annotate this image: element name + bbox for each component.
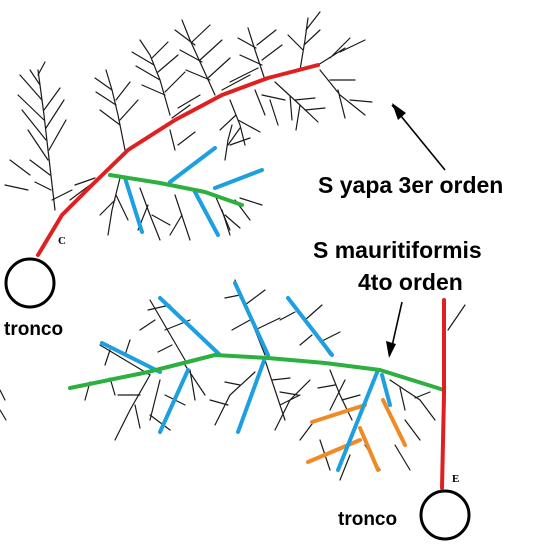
s-yapa-label: S yapa 3er orden	[318, 172, 503, 198]
bottom-plant	[0, 279, 466, 490]
bottom-plant-green-branch	[68, 353, 446, 392]
trunk-section-left-icon	[4, 257, 56, 309]
bottom-plant-orange-branches	[306, 398, 407, 472]
marker-e: E	[452, 473, 459, 485]
s-mauritiformis-label: S mauritiformis	[313, 237, 482, 263]
top-plant	[4, 11, 373, 257]
bottom-plant-twigs	[0, 279, 466, 481]
bottom-plant-red-branch	[440, 298, 446, 490]
trunk-section-right-icon	[419, 489, 471, 541]
top-plant-red-branch	[36, 63, 320, 257]
arrow-icon-top	[391, 103, 446, 171]
arrow-icon-bottom	[386, 301, 403, 358]
tronco-left-label: tronco	[4, 319, 63, 340]
cuarto-orden-label: 4to orden	[358, 269, 463, 295]
top-plant-blue-branches	[123, 146, 264, 237]
marker-c: C	[58, 235, 66, 247]
top-plant-twigs	[4, 11, 373, 241]
tronco-right-label: tronco	[338, 509, 397, 530]
top-plant-green-branch	[108, 173, 244, 207]
bottom-plant-blue-branches	[100, 281, 392, 472]
